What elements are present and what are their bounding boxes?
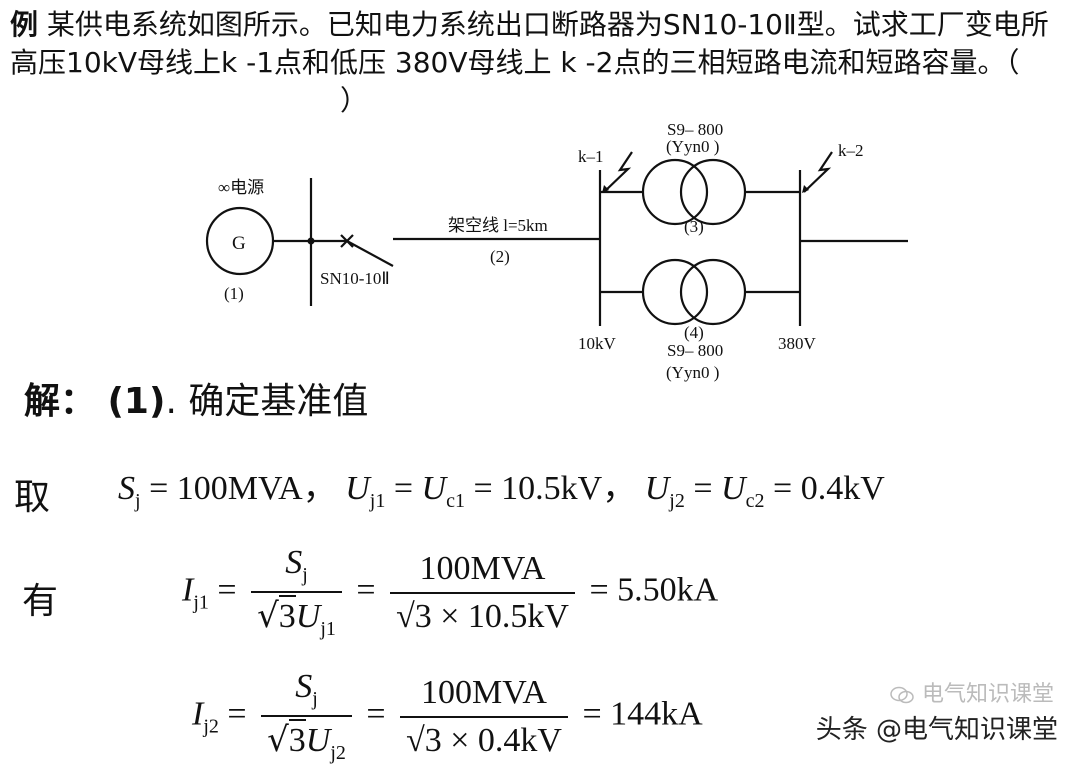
line-number: (2) xyxy=(490,247,510,266)
problem-close: ） xyxy=(340,84,369,117)
fault-k1-arrow xyxy=(603,151,633,193)
t4-model: S9– 800 xyxy=(667,341,723,360)
i1-result: = 5.50kA xyxy=(589,571,719,609)
problem-text: 某供电系统如图所示。已知电力系统出口断路器为SN10-10Ⅱ型。试求工厂变电所高… xyxy=(10,8,1049,79)
fault-k2-arrow xyxy=(803,151,833,193)
fraction-i2-symbolic: Sj √3Uj2 xyxy=(261,670,352,763)
k2-label: k–2 xyxy=(838,141,864,160)
i2-denominator: 3 × 0.4kV xyxy=(424,721,562,759)
t3-connection: (Yyn0 ) xyxy=(666,137,719,156)
base-voltage-1-value: 10.5kV， xyxy=(501,470,637,507)
step-title: . 确定基准值 xyxy=(165,381,369,422)
i1-numerator: 100MVA xyxy=(390,551,575,594)
breaker-label: SN10-10Ⅱ xyxy=(320,269,390,288)
source-label: ∞电源 xyxy=(218,178,264,197)
i2-numerator: 100MVA xyxy=(400,675,568,718)
k1-label: k–1 xyxy=(578,147,604,166)
solution-heading: 解： (1). 确定基准值 xyxy=(24,372,368,424)
line-label: 架空线 l=5km xyxy=(448,216,548,235)
watermark-ghost: 电气知识课堂 xyxy=(889,676,1054,708)
t4-number: (4) xyxy=(684,323,704,342)
solution-prefix: 解： xyxy=(24,381,97,422)
lv-bus-label: 380V xyxy=(778,334,817,353)
fraction-i2-numeric: 100MVA √3 × 0.4kV xyxy=(400,675,568,759)
wechat-icon xyxy=(890,686,914,704)
transformer-4-secondary xyxy=(679,258,747,326)
base-values-formula: Sj = 100MVA， Uj1 = Uc1 = 10.5kV， Uj2 = U… xyxy=(118,470,885,512)
i1-denominator: 3 × 10.5kV xyxy=(414,597,569,635)
watermark: 头条 @电气知识课堂 xyxy=(815,715,1058,745)
watermark-ghost-text: 电气知识课堂 xyxy=(921,682,1054,707)
transformer-4-primary xyxy=(641,258,709,326)
fraction-i1-numeric: 100MVA √3 × 10.5kV xyxy=(390,551,575,635)
step-number: (1) xyxy=(107,381,166,422)
fraction-i1-symbolic: Sj √3Uj1 xyxy=(251,546,342,639)
transformer-3-primary xyxy=(641,158,709,226)
base-power-value: 100MVA， xyxy=(176,470,337,507)
base-current-1-formula: Ij1 = Sj √3Uj1 = 100MVA √3 × 10.5kV = 5.… xyxy=(182,544,719,640)
have-label: 有 xyxy=(22,581,59,622)
transformer-3-secondary xyxy=(679,158,747,226)
example-label: 例 xyxy=(10,8,39,41)
base-current-2-formula: Ij2 = Sj √3Uj2 = 100MVA √3 × 0.4kV = 144… xyxy=(192,668,703,764)
generator-label: G xyxy=(232,233,246,254)
take-label: 取 xyxy=(14,477,51,518)
t4-connection: (Yyn0 ) xyxy=(666,363,719,382)
bus-junction-dot xyxy=(307,237,315,245)
base-voltage-2-value: 0.4kV xyxy=(800,470,885,507)
i2-result: = 144kA xyxy=(582,695,703,733)
t3-number: (3) xyxy=(684,217,704,236)
circuit-diagram: ∞电源 G (1) SN10-10Ⅱ 架空线 l=5km (2) k–1 k–2… xyxy=(205,120,908,382)
t3-model: S9– 800 xyxy=(667,120,723,139)
hv-bus-label: 10kV xyxy=(578,334,617,353)
generator-number: (1) xyxy=(224,284,244,303)
problem-statement: 例 某供电系统如图所示。已知电力系统出口断路器为SN10-10Ⅱ型。试求工厂变电… xyxy=(10,6,1072,120)
